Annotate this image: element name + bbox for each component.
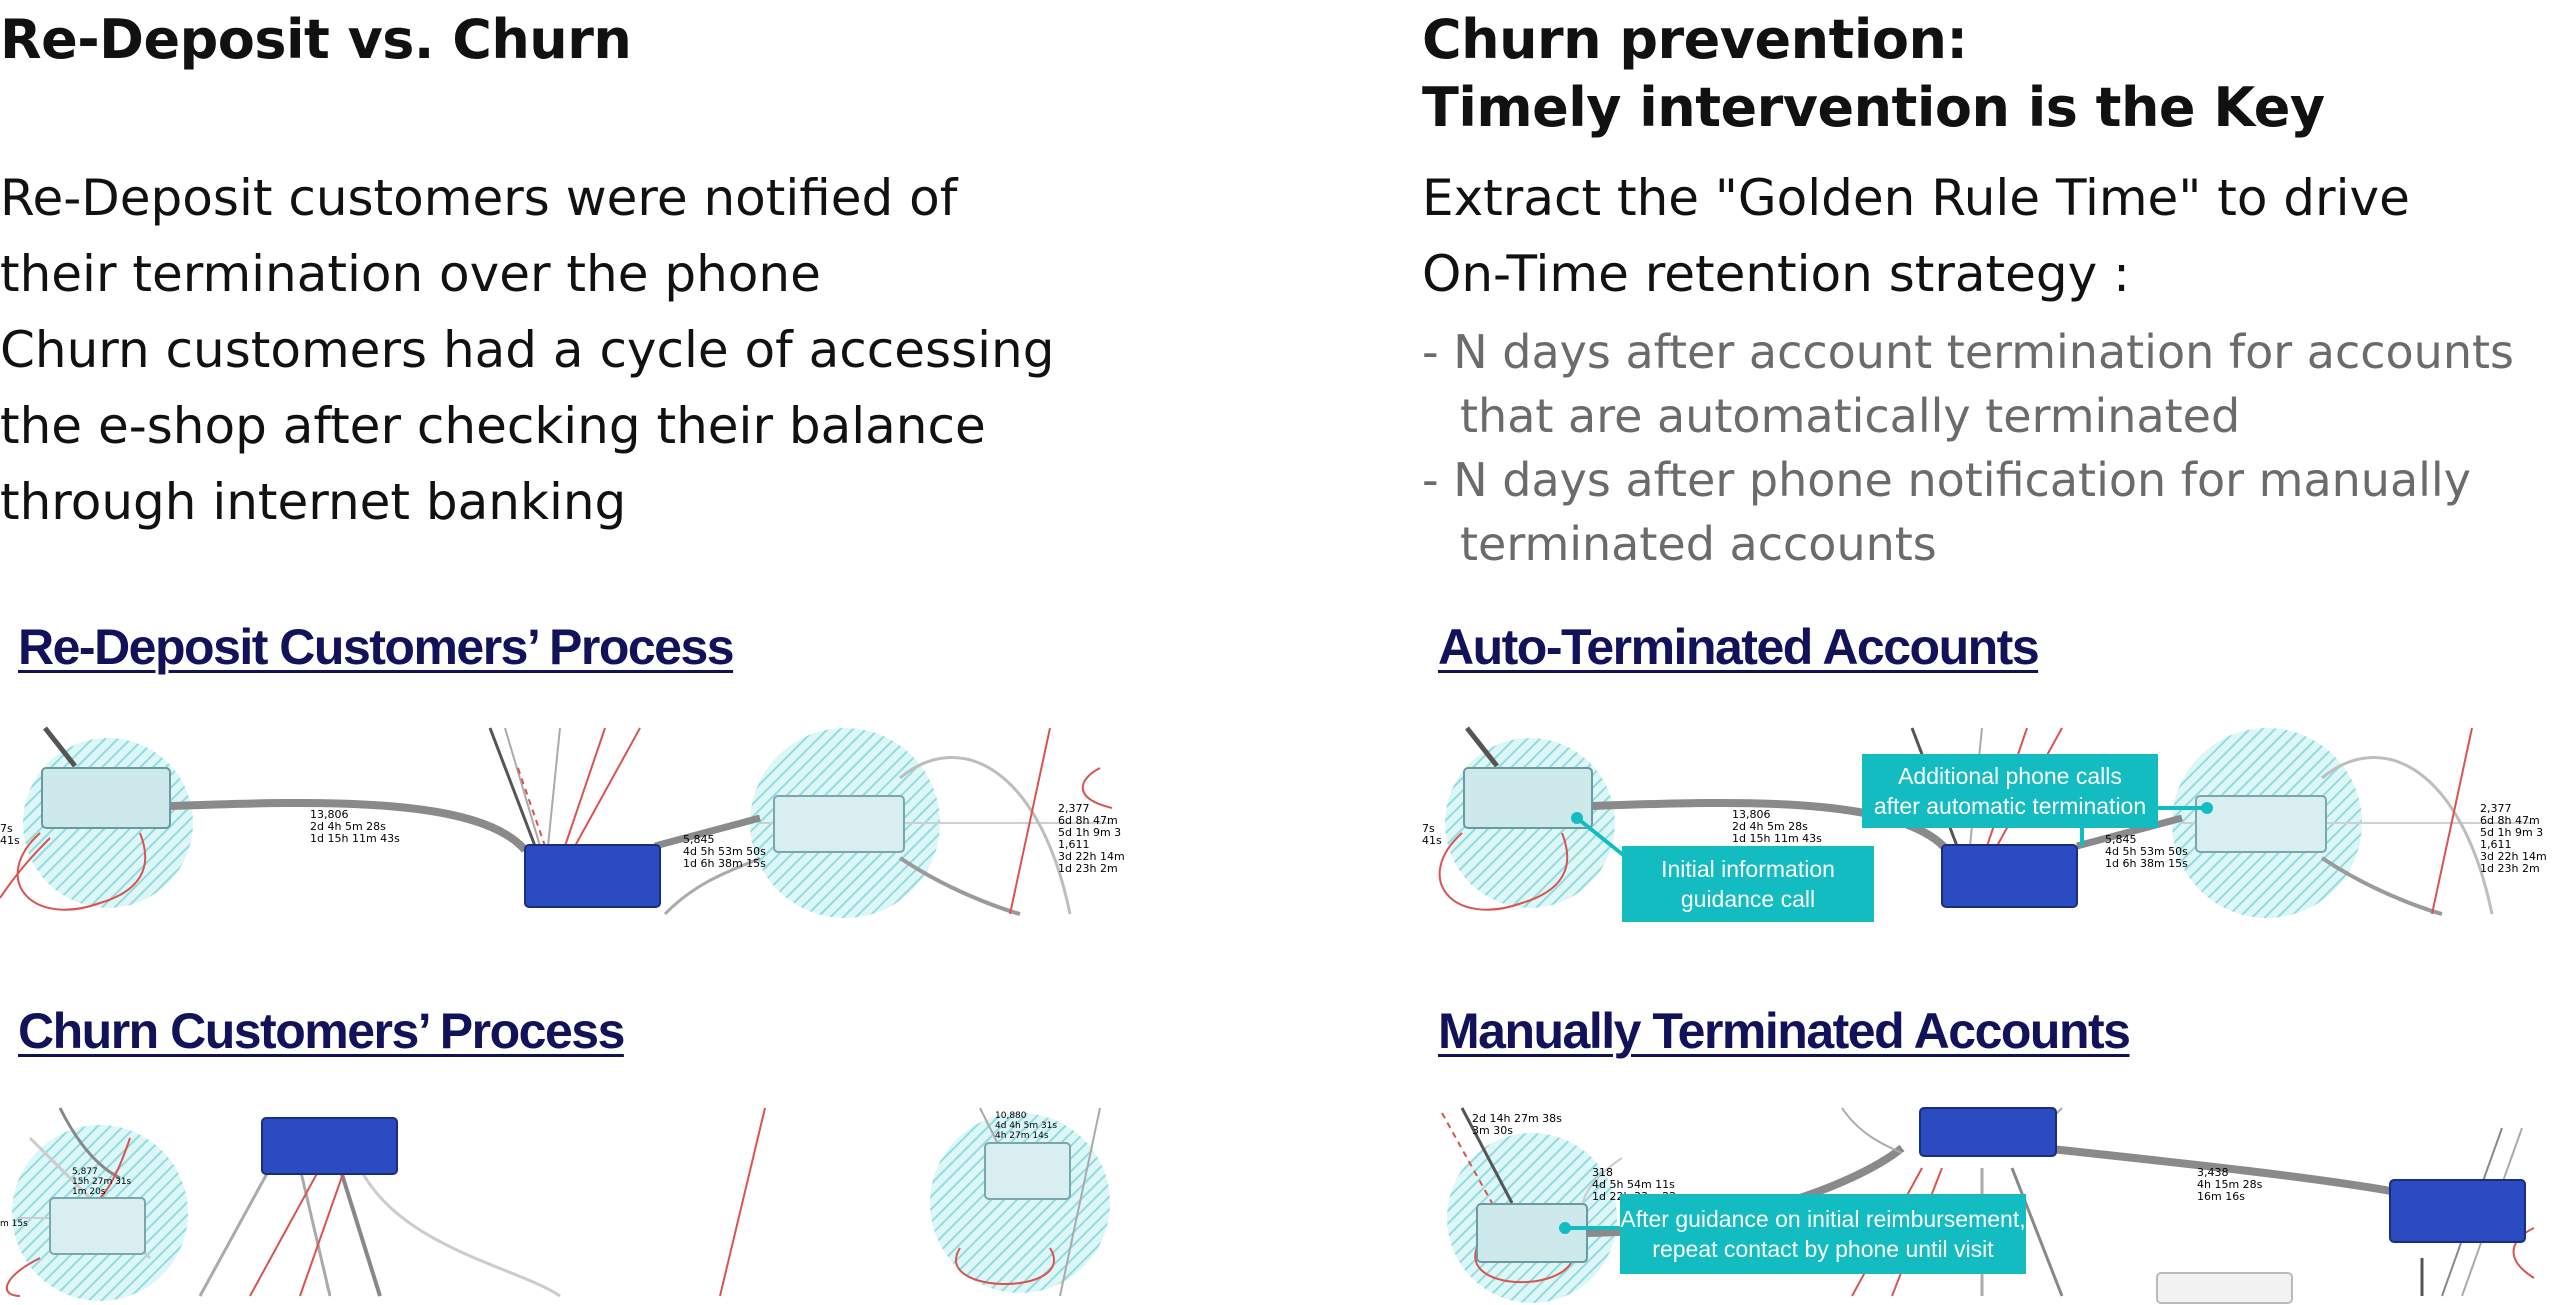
activity-node-highlight: [261, 1117, 398, 1175]
edge-label: 4d 5h 54m 11s: [1592, 1178, 1675, 1191]
left-line-1: Re-Deposit customers were notified of: [0, 169, 958, 227]
activity-node-highlight: [1941, 844, 2078, 908]
callout-line: After guidance on initial reimbursement,: [1620, 1206, 2026, 1232]
callout-line: Initial information: [1661, 856, 1835, 882]
bullet-1-line-1: - N days after account termination for a…: [1422, 325, 2514, 379]
redeposit-process-map: 13,806 2d 4h 5m 28s 1d 15h 11m 43s 5,845…: [0, 726, 1125, 918]
callout-line: Additional phone calls: [1898, 763, 2122, 789]
edge-label: 10,880: [995, 1111, 1027, 1121]
edge-label: 41s: [0, 834, 20, 847]
callout-initial-info: Initial information guidance call: [1622, 846, 1874, 922]
edge-label: 318: [1592, 1166, 1613, 1179]
edge-label: 7s: [1422, 822, 1435, 835]
edge-label: 5,877: [72, 1167, 98, 1177]
left-line-5: through internet banking: [0, 473, 627, 531]
edge-label: m 15s: [0, 1219, 28, 1229]
edge-label: 4h 27m 14s: [995, 1131, 1049, 1141]
bullet-2-line-2: terminated accounts: [1460, 517, 1937, 571]
edge-label: 16m 16s: [2197, 1190, 2245, 1203]
callout-line: repeat contact by phone until visit: [1652, 1236, 1994, 1262]
edge-label: 1m 20s: [72, 1187, 106, 1197]
activity-node: [984, 1142, 1071, 1200]
activity-node-highlight: [1919, 1107, 2057, 1157]
edge-label: 6d 8h 47m: [1058, 814, 1118, 827]
activity-node: [2156, 1272, 2293, 1304]
edge-label: 7s: [0, 822, 13, 835]
left-description: Re-Deposit customers were notified of th…: [0, 160, 1054, 540]
left-heading: Re-Deposit vs. Churn: [0, 8, 632, 71]
edge-label: 1,611: [2480, 838, 2512, 851]
callout-additional-calls: Additional phone calls after automatic t…: [1862, 754, 2158, 828]
auto-terminated-process-map: 13,806 2d 4h 5m 28s 1d 15h 11m 43s 5,845…: [1422, 726, 2547, 918]
activity-node: [1476, 1203, 1588, 1263]
churn-process-map: 5,877 15h 27m 31s 1m 20s m 15s 10,880 4d…: [0, 1107, 1110, 1301]
edge-label: 15h 27m 31s: [72, 1177, 132, 1187]
activity-node-highlight: [524, 844, 661, 908]
activity-node-highlight: [2389, 1179, 2526, 1243]
activity-node: [773, 795, 905, 853]
edge-label: 5,845: [683, 833, 715, 846]
activity-node: [2195, 795, 2327, 853]
panel-title-churn: Churn Customers’ Process: [18, 1003, 625, 1059]
edge-label: 41s: [1422, 834, 1442, 847]
panel-title-manual: Manually Terminated Accounts: [1438, 1003, 2131, 1059]
left-line-4: the e-shop after checking their balance: [0, 397, 986, 455]
edge-label: 3d 22h 14m: [2480, 850, 2547, 863]
edge-label: 3d 22h 14m: [1058, 850, 1125, 863]
edge-label: 1d 15h 11m 43s: [310, 832, 400, 845]
edge-label: 5,845: [2105, 833, 2137, 846]
edge-label: 1d 6h 38m 15s: [2105, 857, 2188, 870]
callout-reimbursement: After guidance on initial reimbursement,…: [1620, 1194, 2026, 1274]
bullet-2-line-1: - N days after phone notification for ma…: [1422, 453, 2471, 507]
edge-label: 4d 4h 5m 31s: [995, 1121, 1057, 1131]
manual-terminated-process-map: 318 4d 5h 54m 11s 1d 22h 33m 22s 3,438 4…: [1441, 1107, 2535, 1304]
right-bullets: - N days after account termination for a…: [1422, 320, 2514, 576]
edge-label: 1,611: [1058, 838, 1090, 851]
callout-connector: [1575, 816, 1629, 860]
edge-label: 2d 14h 27m 38s: [1472, 1112, 1562, 1125]
edge-label: 5d 1h 9m 3: [1058, 826, 1121, 839]
panel-title-auto: Auto-Terminated Accounts: [1438, 619, 2040, 675]
left-line-3: Churn customers had a cycle of accessing: [0, 321, 1055, 379]
right-intro-line-1: Extract the "Golden Rule Time" to drive: [1422, 169, 2410, 227]
activity-node: [41, 767, 171, 829]
right-heading: Churn prevention: Timely intervention is…: [1422, 6, 2325, 142]
edge-label: 2d 4h 5m 28s: [1732, 820, 1808, 833]
edge-label: 2d 4h 5m 28s: [310, 820, 386, 833]
panel-title-redeposit: Re-Deposit Customers’ Process: [18, 619, 735, 675]
bullet-1-line-2: that are automatically terminated: [1460, 389, 2241, 443]
edge-label: 13,806: [310, 808, 349, 821]
right-heading-line-1: Churn prevention:: [1422, 8, 1968, 71]
edge-label: 4d 5h 53m 50s: [683, 845, 766, 858]
right-heading-line-2: Timely intervention is the Key: [1422, 76, 2325, 139]
edge-label: 2,377: [2480, 802, 2512, 815]
edge-label: 3,438: [2197, 1166, 2229, 1179]
activity-node: [49, 1197, 146, 1255]
edge-label: 3m 30s: [1472, 1124, 1513, 1137]
edge-label: 2,377: [1058, 802, 1090, 815]
right-intro: Extract the "Golden Rule Time" to drive …: [1422, 160, 2410, 312]
left-line-2: their termination over the phone: [0, 245, 821, 303]
callout-line: after automatic termination: [1873, 793, 2147, 819]
edge-label: 1d 6h 38m 15s: [683, 857, 766, 870]
edge-label: 4d 5h 53m 50s: [2105, 845, 2188, 858]
edge-label: 1d 23h 2m: [2480, 862, 2540, 875]
edge-label: 5d 1h 9m 3: [2480, 826, 2543, 839]
activity-node: [1463, 767, 1593, 829]
edge-label: 13,806: [1732, 808, 1771, 821]
edge-label: 1d 23h 2m: [1058, 862, 1118, 875]
callout-line: guidance call: [1680, 886, 1816, 912]
edge-label: 6d 8h 47m: [2480, 814, 2540, 827]
right-intro-line-2: On-Time retention strategy :: [1422, 245, 2130, 303]
edge-label: 4h 15m 28s: [2197, 1178, 2263, 1191]
edge-label: 1d 15h 11m 43s: [1732, 832, 1822, 845]
